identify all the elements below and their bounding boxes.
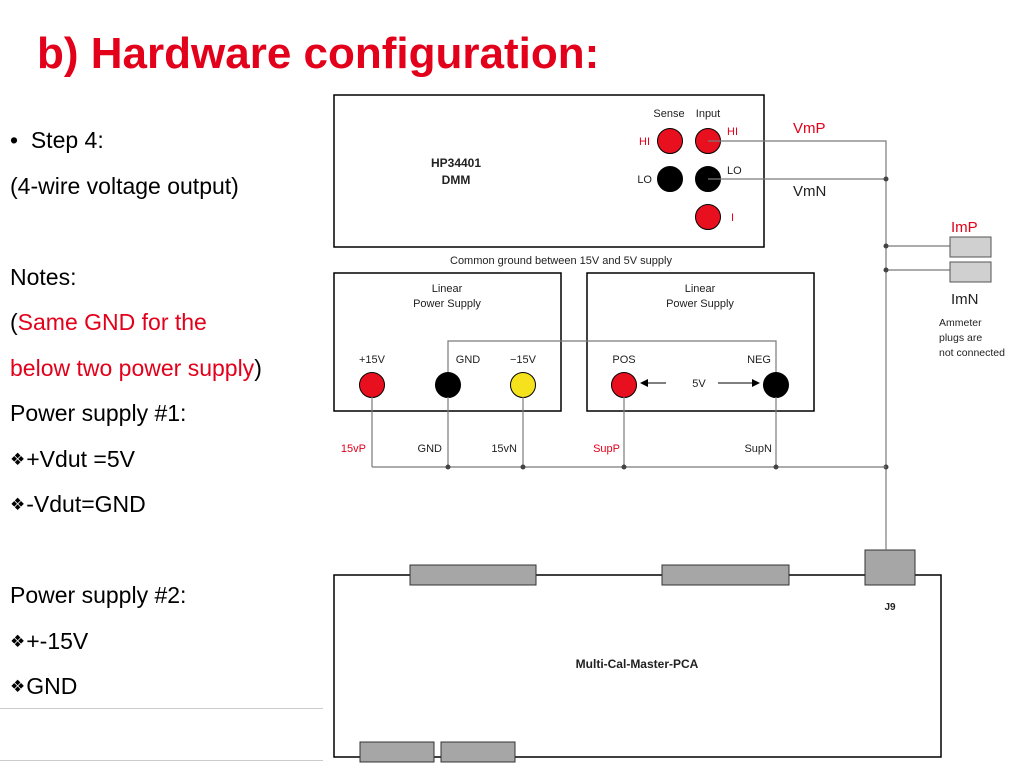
- vmp-wire: [708, 140, 887, 536]
- footer-divider-bottom: [0, 760, 323, 761]
- ps2-pos-label: POS: [612, 354, 635, 366]
- dmm-hi-sense-terminal[interactable]: [657, 128, 683, 154]
- imn-label: ImN: [951, 291, 979, 308]
- bus-junctions: [445, 464, 779, 470]
- paren-close: ): [254, 354, 262, 381]
- dmm-hi-sense-label: HI: [639, 136, 650, 148]
- wire-gnd-label: GND: [418, 443, 443, 455]
- notes-heading: Notes:: [10, 263, 77, 290]
- ammeter-note-line2: plugs are: [939, 332, 982, 344]
- ps1-title-line1: Linear: [432, 283, 463, 295]
- same-gnd-line-1: (Same GND for the: [10, 306, 332, 352]
- ps1-item1-text: +Vdut =5V: [26, 445, 135, 472]
- step-label: Step 4:: [30, 127, 104, 153]
- notes-panel: • Step 4: (4-wire voltage output) Notes:…: [10, 124, 332, 716]
- ps1-gnd-label: GND: [456, 354, 481, 366]
- slide-title: b) Hardware configuration:: [37, 29, 600, 78]
- imn-plug[interactable]: [949, 261, 992, 283]
- common-ground-wire: [447, 340, 777, 384]
- ps1-plus15-terminal[interactable]: [359, 372, 385, 398]
- ps1-item-vdut-minus: ❖-Vdut=GND: [10, 488, 332, 534]
- step-description: (4-wire voltage output): [10, 172, 239, 199]
- ps2-voltage-label: 5V: [692, 378, 706, 390]
- wire-supp-label: SupP: [593, 443, 620, 455]
- pca-board: [333, 574, 942, 758]
- bullet-icon: •: [10, 127, 31, 153]
- ps1-heading: Power supply #1:: [10, 400, 187, 426]
- step-line: • Step 4:: [10, 124, 332, 170]
- same-gnd-text-2: below two power supply: [10, 354, 255, 381]
- ammeter-note: Ammeter plugs are not connected: [939, 317, 1005, 359]
- ps1-plus15-label: +15V: [359, 354, 386, 366]
- diamond-bullet-icon: ❖: [10, 677, 26, 697]
- vmp-label: VmP: [793, 120, 826, 137]
- wire-15vp-label: 15vP: [341, 443, 366, 455]
- footer-divider-top: [0, 708, 323, 709]
- ps1-minus15-label: −15V: [510, 354, 537, 366]
- junction-dot: [883, 267, 889, 273]
- supply-wires: [371, 397, 886, 468]
- ps2-item-15v: ❖+-15V: [10, 625, 332, 671]
- pca-top-connector-2: [661, 564, 790, 586]
- same-gnd-text-1: Same GND for the: [17, 309, 207, 335]
- diamond-bullet-icon: ❖: [10, 631, 26, 652]
- dmm-sense-label: Sense: [653, 108, 684, 120]
- ps2-pos-terminal[interactable]: [611, 372, 637, 398]
- dmm-name-line1: HP34401: [431, 156, 481, 170]
- ps1-title-line2: Power Supply: [413, 298, 481, 310]
- ps2-item1-text: +-15V: [26, 627, 89, 654]
- dmm-input-label: Input: [696, 108, 720, 120]
- wire-supn-label: SupN: [744, 443, 772, 455]
- ps1-item2-text: -Vdut=GND: [26, 491, 146, 517]
- vmn-label: VmN: [793, 183, 826, 200]
- junction-dot: [883, 243, 889, 249]
- pca-name: Multi-Cal-Master-PCA: [576, 657, 699, 671]
- ps2-neg-label: NEG: [747, 354, 771, 366]
- ps1-gnd-terminal[interactable]: [435, 372, 461, 398]
- ps2-item2-text: GND: [26, 673, 78, 699]
- pca-top-connector-1: [409, 564, 537, 586]
- ps2-heading: Power supply #2:: [10, 582, 187, 608]
- pca-bottom-connector-1: [359, 741, 435, 763]
- imp-label: ImP: [951, 219, 978, 236]
- wire-15vn-label: 15vN: [491, 443, 517, 455]
- dmm-name-line2: DMM: [442, 173, 471, 187]
- dmm-lo-sense-label: LO: [637, 174, 652, 186]
- same-gnd-line-2: below two power supply): [10, 352, 332, 398]
- ps2-neg-terminal[interactable]: [763, 372, 789, 398]
- dmm-lo-sense-terminal[interactable]: [657, 166, 683, 192]
- j9-label: J9: [884, 602, 896, 613]
- dmm-current-terminal[interactable]: [695, 204, 721, 230]
- dmm-lo-input-label: LO: [727, 165, 742, 177]
- diamond-bullet-icon: ❖: [10, 495, 26, 515]
- dmm-box: [333, 94, 765, 248]
- common-ground-note: Common ground between 15V and 5V supply: [450, 255, 672, 267]
- ammeter-note-line3: not connected: [939, 347, 1005, 359]
- ps2-title-line1: Linear: [685, 283, 716, 295]
- j9-connector[interactable]: [864, 549, 916, 586]
- ammeter-note-line1: Ammeter: [939, 317, 982, 329]
- diamond-bullet-icon: ❖: [10, 449, 26, 470]
- paren-open: (: [10, 309, 18, 335]
- dmm-i-input-label: I: [731, 212, 734, 224]
- imp-plug[interactable]: [949, 236, 992, 258]
- ps2-item-gnd: ❖GND: [10, 670, 332, 716]
- ps1-minus15-terminal[interactable]: [510, 372, 536, 398]
- ps2-title-line2: Power Supply: [666, 298, 734, 310]
- pca-bottom-connector-2: [440, 741, 516, 763]
- dmm-hi-input-label: HI: [727, 126, 738, 138]
- junction-dot: [883, 176, 889, 182]
- ps1-item-vdut-plus: ❖+Vdut =5V: [10, 443, 332, 489]
